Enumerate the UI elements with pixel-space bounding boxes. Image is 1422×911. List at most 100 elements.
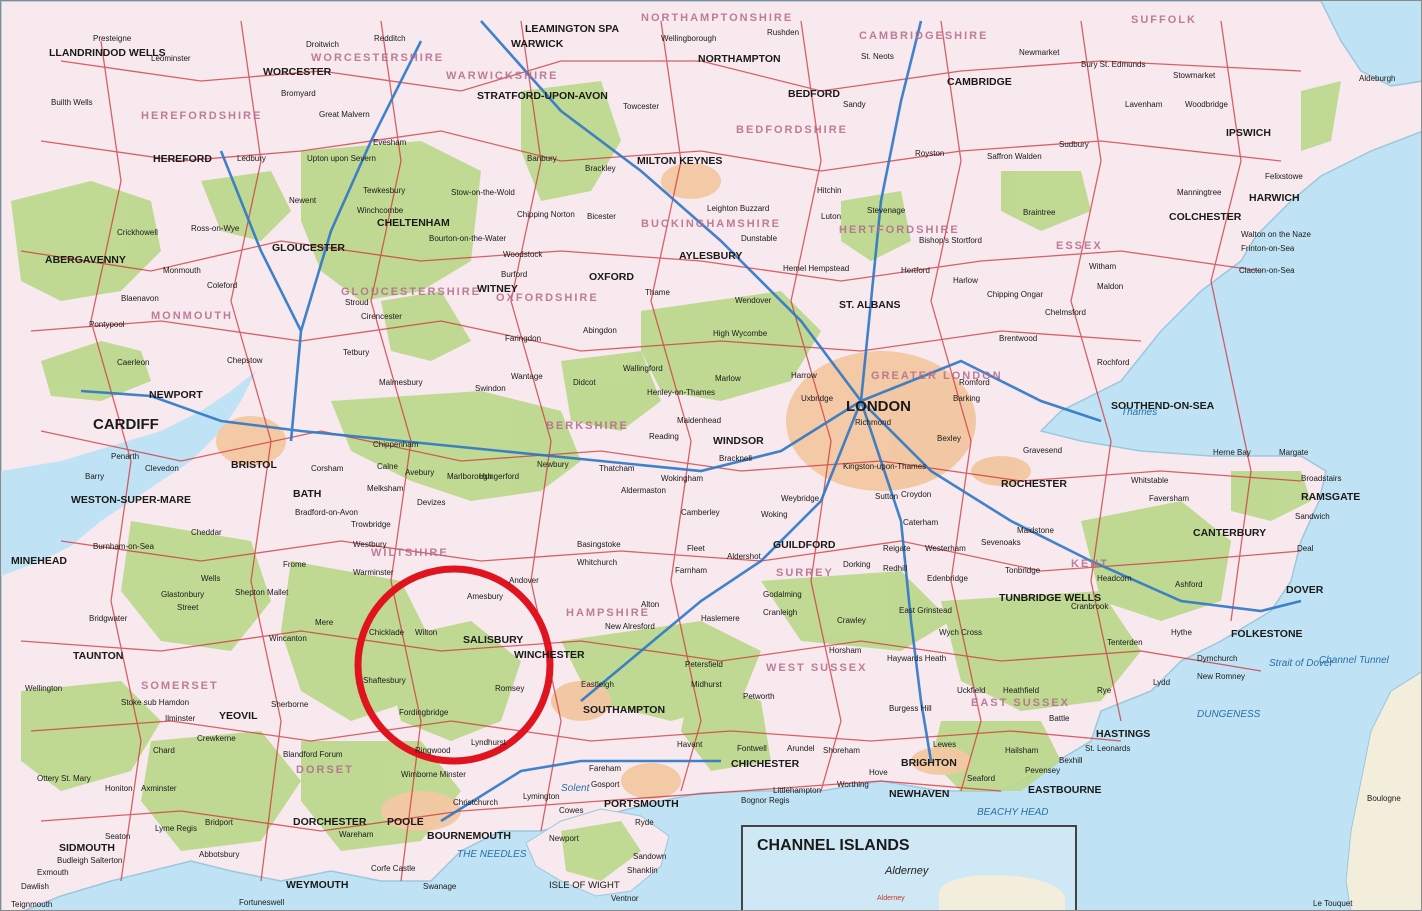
town-label: Droitwich bbox=[306, 40, 339, 49]
town-label: Evesham bbox=[373, 138, 407, 147]
town-label: Builth Wells bbox=[51, 98, 93, 107]
town-label: Bridport bbox=[205, 818, 234, 827]
town-label: Bexhill bbox=[1059, 756, 1083, 765]
town-label: Lymington bbox=[523, 792, 560, 801]
town-label: Maidstone bbox=[1017, 526, 1054, 535]
county-berkshire: BERKSHIRE bbox=[546, 420, 629, 432]
town-label: Gravesend bbox=[1023, 446, 1062, 455]
town-label: Farnham bbox=[675, 566, 707, 575]
inset-landmass bbox=[939, 875, 1065, 910]
town-label: Haywards Heath bbox=[887, 654, 946, 663]
town-label: Tetbury bbox=[343, 348, 369, 357]
town-label: Swindon bbox=[475, 384, 506, 393]
label-southend: SOUTHEND-ON-SEA bbox=[1111, 400, 1215, 412]
town-label: Stevenage bbox=[867, 206, 906, 215]
label-sidmouth: SIDMOUTH bbox=[59, 842, 115, 854]
label-aylesbury: AYLESBURY bbox=[679, 250, 742, 262]
town-label: Burgess Hill bbox=[889, 704, 932, 713]
label-leamington: LEAMINGTON SPA bbox=[525, 23, 620, 35]
town-label: Petworth bbox=[743, 692, 775, 701]
bristol-channel bbox=[1, 371, 256, 576]
town-label: Reigate bbox=[883, 544, 911, 553]
town-label: Romsey bbox=[495, 684, 524, 693]
town-label: Saffron Walden bbox=[987, 152, 1042, 161]
label-bath: BATH bbox=[293, 488, 321, 500]
town-label: Bromyard bbox=[281, 89, 316, 98]
town-label: Wantage bbox=[511, 372, 543, 381]
county-hampshire: HAMPSHIRE bbox=[566, 607, 650, 619]
town-label: Leighton Buzzard bbox=[707, 204, 769, 213]
label-salisbury: SALISBURY bbox=[463, 634, 523, 646]
label-northampton: NORTHAMPTON bbox=[698, 53, 781, 65]
town-label: Petersfield bbox=[685, 660, 723, 669]
town-label: Honiton bbox=[105, 784, 133, 793]
town-label: Sherborne bbox=[271, 700, 309, 709]
town-label: Hythe bbox=[1171, 628, 1192, 637]
town-label: Tonbridge bbox=[1005, 566, 1041, 575]
town-label: Bourton-on-the-Water bbox=[429, 234, 506, 243]
town-label: Cranleigh bbox=[763, 608, 797, 617]
label-harwich: HARWICH bbox=[1249, 192, 1300, 204]
county-essex: ESSEX bbox=[1056, 240, 1103, 252]
town-label: Wendover bbox=[735, 296, 772, 305]
label-gloucester: GLOUCESTER bbox=[272, 242, 345, 254]
town-label: Warminster bbox=[353, 568, 394, 577]
town-label: Arundel bbox=[787, 744, 815, 753]
town-label: Sevenoaks bbox=[981, 538, 1021, 547]
county-kent: KENT bbox=[1071, 558, 1109, 570]
town-label: Cheddar bbox=[191, 528, 222, 537]
town-label: Manningtree bbox=[1177, 188, 1222, 197]
town-label: Pontypool bbox=[89, 320, 125, 329]
town-label: Axminster bbox=[141, 784, 177, 793]
label-milton-keynes: MILTON KEYNES bbox=[637, 155, 722, 167]
town-label: Great Malvern bbox=[319, 110, 370, 119]
town-label: Fleet bbox=[687, 544, 706, 553]
town-label: Reading bbox=[649, 432, 679, 441]
water-label: Solent bbox=[561, 783, 591, 794]
town-label: Cowes bbox=[559, 806, 583, 815]
town-label: Corsham bbox=[311, 464, 344, 473]
label-rochester: ROCHESTER bbox=[1001, 478, 1067, 490]
town-label: St. Neots bbox=[861, 52, 894, 61]
town-label: Romford bbox=[959, 378, 990, 387]
town-label: Hove bbox=[869, 768, 888, 777]
town-label: Sandown bbox=[633, 852, 666, 861]
label-canterbury: CANTERBURY bbox=[1193, 527, 1266, 539]
label-bedford: BEDFORD bbox=[788, 88, 840, 100]
town-label: Redditch bbox=[374, 34, 406, 43]
county-northamptonshire: NORTHAMPTONSHIRE bbox=[641, 12, 793, 24]
town-label: Barking bbox=[953, 394, 980, 403]
town-label: Braintree bbox=[1023, 208, 1056, 217]
town-label: Barry bbox=[85, 472, 104, 481]
county-west-sussex: WEST SUSSEX bbox=[766, 662, 867, 674]
town-label: Richmond bbox=[855, 418, 891, 427]
label-st-albans: ST. ALBANS bbox=[839, 299, 900, 311]
town-label: Clacton-on-Sea bbox=[1239, 266, 1295, 275]
label-southampton: SOUTHAMPTON bbox=[583, 704, 665, 716]
label-tunbridge-wells: TUNBRIDGE WELLS bbox=[999, 592, 1101, 604]
town-label: Sudbury bbox=[1059, 140, 1089, 149]
roads bbox=[20, 20, 1302, 882]
town-label: Heathfield bbox=[1003, 686, 1039, 695]
county-wiltshire: WILTSHIRE bbox=[371, 547, 449, 559]
town-label: Cirencester bbox=[361, 312, 402, 321]
town-label: Hertford bbox=[901, 266, 930, 275]
town-label: Stowmarket bbox=[1173, 71, 1216, 80]
town-label: Stroud bbox=[345, 298, 369, 307]
label-abergavenny: ABERGAVENNY bbox=[45, 254, 126, 266]
town-label: Aldershot bbox=[727, 552, 762, 561]
town-label: Camberley bbox=[681, 508, 720, 517]
town-label: Woking bbox=[761, 510, 788, 519]
town-label: Mere bbox=[315, 618, 334, 627]
town-label: Broadstairs bbox=[1301, 474, 1341, 483]
label-colchester: COLCHESTER bbox=[1169, 211, 1242, 223]
town-label: Uckfield bbox=[957, 686, 985, 695]
town-label: Fontwell bbox=[737, 744, 767, 753]
town-label: Aldermaston bbox=[621, 486, 666, 495]
town-label: Rushden bbox=[767, 28, 799, 37]
town-label: Dawlish bbox=[21, 882, 49, 891]
label-warwick: WARWICK bbox=[511, 38, 564, 50]
town-label: Margate bbox=[1279, 448, 1309, 457]
